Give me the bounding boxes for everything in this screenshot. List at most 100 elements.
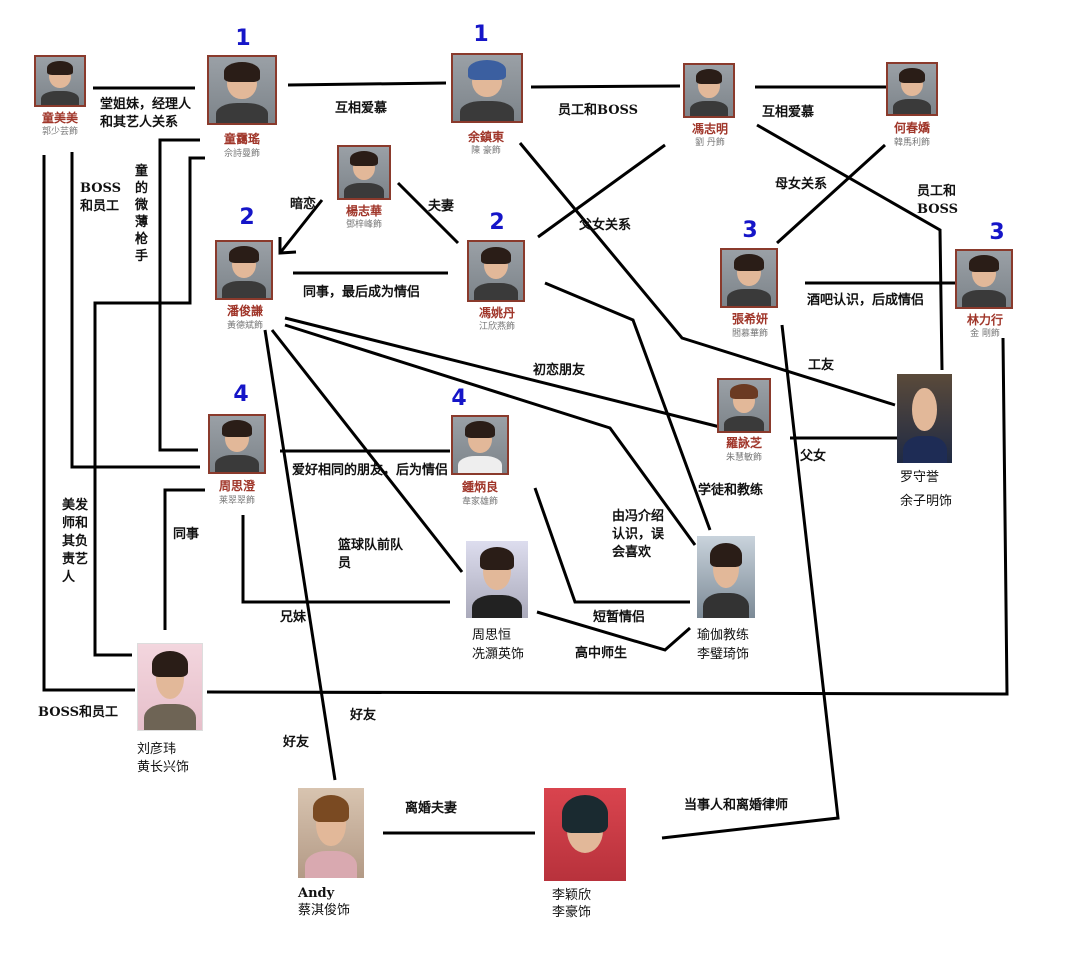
photo-pan-junqian bbox=[215, 240, 273, 300]
actor-name: 韋家雄飾 bbox=[461, 497, 499, 507]
line-fengyaodan-fengzhiming bbox=[537, 143, 666, 239]
person-name: 余鎮東 bbox=[467, 130, 505, 144]
person-name: 童美美 bbox=[41, 111, 79, 125]
line-zhongbingliang-yoga bbox=[533, 487, 690, 604]
photo-zhou-sicheng bbox=[208, 414, 266, 474]
person-name: 鍾炳良 bbox=[461, 480, 499, 494]
photo-luo-shouyu bbox=[897, 374, 952, 463]
relation-label: 好友 bbox=[350, 708, 377, 723]
relation-label: 初恋朋友 bbox=[533, 363, 586, 378]
person-name: 羅詠芝 bbox=[725, 436, 763, 450]
photo-yu-zhendong bbox=[451, 53, 523, 123]
photo-lin-lixing bbox=[955, 249, 1013, 309]
photo-yang-zhihua bbox=[337, 145, 391, 200]
line-panjunqian-luoyongzhi bbox=[284, 316, 721, 429]
line-panjunqian-yoga bbox=[284, 323, 697, 546]
actor-name: 朱慧敏飾 bbox=[725, 453, 763, 463]
group-number: 4 bbox=[451, 386, 467, 411]
line-hechunjiao-zhangxiyan bbox=[775, 143, 887, 245]
line-zhangxiyan-liyingxin bbox=[661, 324, 840, 840]
actor-name: 莱翠翠飾 bbox=[218, 496, 256, 506]
person-name: 何春嬌 bbox=[893, 121, 931, 135]
group-number: 4 bbox=[233, 382, 249, 407]
line-tongmeimei-liuyanwei bbox=[42, 155, 135, 692]
person-name: 瑜伽教练 bbox=[697, 628, 750, 643]
relation-label: 篮球队前队员 bbox=[338, 538, 404, 571]
photo-feng-zhiming bbox=[683, 63, 735, 118]
actor-name: 佘詩曼飾 bbox=[223, 149, 261, 159]
line-yuzhendong-luoshouyu bbox=[518, 142, 896, 407]
person-name: 罗守誉 bbox=[900, 470, 940, 485]
photo-zhou-siheng bbox=[466, 541, 528, 618]
relation-label: 父女关系 bbox=[579, 218, 632, 233]
actor-name: 黄长兴饰 bbox=[137, 760, 190, 775]
group-number: 3 bbox=[989, 220, 1005, 245]
relation-label: 互相爱慕 bbox=[335, 101, 388, 116]
relation-label: 堂姐妹，经理人和其艺人关系 bbox=[100, 97, 192, 130]
photo-andy bbox=[298, 788, 364, 878]
relation-label: 暗恋 bbox=[290, 197, 317, 212]
person-name: 馮志明 bbox=[691, 122, 729, 136]
person-name: 張希妍 bbox=[731, 312, 769, 326]
line-fengzhiming-luoshouyu bbox=[756, 123, 944, 371]
photo-zhong-bingliang bbox=[451, 415, 509, 475]
line-tongaiyao-liuyanwei bbox=[93, 156, 205, 657]
actor-name: 李璧琦饰 bbox=[697, 647, 750, 662]
person-name: 李颖欣 bbox=[552, 888, 592, 903]
relation-label: 学徒和教练 bbox=[698, 483, 764, 498]
person-name: 楊志華 bbox=[345, 204, 383, 218]
line-panjunqian-zhousiheng bbox=[270, 329, 464, 573]
actor-name: 韓馬利飾 bbox=[893, 138, 931, 148]
relation-label: BOSS和员工 bbox=[80, 181, 122, 214]
relation-label: 员工和BOSS bbox=[917, 184, 959, 217]
line-yuzhendong-fengzhiming bbox=[530, 84, 681, 89]
photo-he-chunjiao bbox=[886, 62, 938, 116]
actor-name: 鄧梓峰飾 bbox=[345, 220, 383, 230]
arrow-head bbox=[278, 237, 297, 255]
person-name: 刘彦玮 bbox=[137, 742, 177, 757]
relation-label: 夫妻 bbox=[428, 199, 455, 214]
photo-zhang-xiyan bbox=[720, 248, 778, 308]
person-name: 周思恒 bbox=[472, 628, 512, 643]
actor-name: 江欣燕飾 bbox=[478, 322, 516, 332]
actor-name: 陳 豪飾 bbox=[471, 146, 501, 156]
actor-name: 金 剛飾 bbox=[970, 329, 1000, 339]
line-panjunqian-andy bbox=[263, 329, 337, 781]
relation-label: 酒吧认识，后成情侣 bbox=[807, 293, 925, 308]
group-number: 1 bbox=[473, 22, 489, 47]
relation-label: 爱好相同的朋友，后为情侣 bbox=[292, 463, 449, 478]
relation-label: 员工和BOSS bbox=[558, 103, 639, 118]
photo-liu-yanwei bbox=[137, 643, 203, 731]
actor-name: 李豪饰 bbox=[552, 905, 592, 920]
photo-li-yingxin bbox=[544, 788, 626, 881]
group-number: 2 bbox=[489, 210, 505, 235]
relation-label: 离婚夫妻 bbox=[405, 801, 458, 816]
group-number: 2 bbox=[239, 205, 255, 230]
actor-name: 郭少芸飾 bbox=[41, 127, 79, 137]
relation-label: 同事，最后成为情侣 bbox=[303, 285, 421, 300]
line-tongaiyao-zhousicheng bbox=[158, 138, 200, 452]
actor-name: 黃德斌飾 bbox=[226, 321, 264, 331]
relation-label: 当事人和离婚律师 bbox=[684, 798, 789, 813]
relation-label: 由冯介绍认识，误会喜欢 bbox=[612, 509, 665, 560]
photo-tong-meimei bbox=[34, 55, 86, 107]
line-fengyaodan-yoga bbox=[544, 281, 712, 531]
group-number: 1 bbox=[235, 26, 251, 51]
relation-label: 兄妹 bbox=[280, 610, 307, 625]
relation-label: 高中师生 bbox=[575, 646, 628, 661]
relation-label: 同事 bbox=[173, 527, 200, 542]
line-zhousicheng-zhousiheng bbox=[241, 515, 450, 604]
person-name: 周思澄 bbox=[218, 479, 256, 493]
actor-name: 蔡淇俊饰 bbox=[298, 903, 351, 918]
line-yangzhihua-fengyaodan bbox=[396, 181, 460, 245]
person-name: Andy bbox=[298, 886, 335, 901]
line-tongaiyao-yuzhendong bbox=[287, 81, 447, 87]
person-name: 潘俊謙 bbox=[226, 304, 264, 318]
person-name: 林力行 bbox=[966, 313, 1004, 327]
actor-name: 劉 丹飾 bbox=[695, 138, 725, 148]
person-name: 童靄瑤 bbox=[223, 132, 261, 146]
photo-tong-aiyao bbox=[207, 55, 277, 125]
relation-label: 父女 bbox=[800, 449, 827, 464]
relation-label: 好友 bbox=[283, 735, 310, 750]
relation-label: 互相爱慕 bbox=[762, 105, 815, 120]
